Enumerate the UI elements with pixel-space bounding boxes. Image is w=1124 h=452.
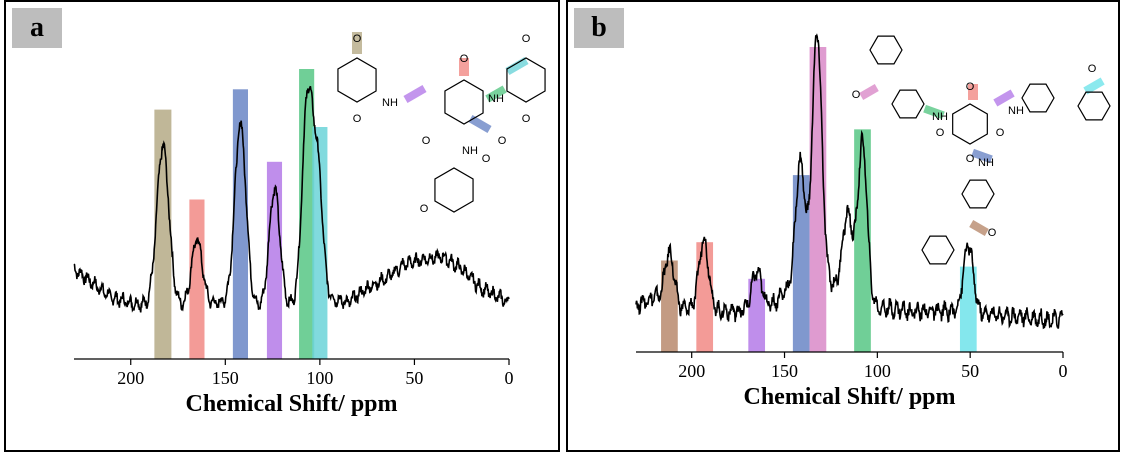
atom-label-nh: NH	[1008, 105, 1024, 117]
panel-label-b: b	[574, 8, 624, 48]
atom-label-o: O	[420, 203, 429, 215]
phenyl-ring-top	[869, 35, 903, 65]
chart-a-x-tick-label: 50	[405, 368, 423, 388]
chart-a-highlight-bar	[189, 199, 205, 359]
atom-label-o: O	[422, 135, 431, 147]
phenyl-ring-bottom	[961, 179, 995, 209]
atom-label-o: O	[522, 33, 531, 45]
chart-b-highlight-bar	[959, 266, 977, 352]
chart-b-x-axis-title: Chemical Shift/ ppm	[743, 384, 955, 410]
structure-bond-highlight	[968, 84, 978, 100]
chart-b-x-tick-label: 100	[864, 361, 891, 381]
atom-label-nh: NH	[462, 145, 478, 157]
structure-bond-highlight	[468, 115, 492, 133]
quinone-ring-left	[337, 57, 377, 103]
atom-label-o: O	[852, 89, 861, 101]
chart-a-x-tick-label: 200	[117, 368, 144, 388]
structure-bond-highlight	[971, 148, 993, 164]
chart-a-x-tick-label: 100	[306, 368, 333, 388]
chart-b-x-tick-label: 50	[961, 361, 979, 381]
chart-b-x-tick-label: 0	[1059, 361, 1068, 381]
atom-label-nh: NH	[978, 157, 994, 169]
atom-label-o: O	[522, 113, 531, 125]
quinone-ring-bottom	[434, 167, 474, 213]
atom-label-nh: NH	[382, 97, 398, 109]
chart-b-x-tick-label: 150	[771, 361, 798, 381]
structure-bond-highlight	[403, 85, 427, 103]
phenyl-ring-left	[891, 89, 925, 119]
central-ring	[444, 79, 484, 125]
structure-bond-highlight	[505, 57, 529, 75]
structure-bond-highlight	[993, 89, 1015, 107]
structure-bond-highlight	[352, 32, 362, 54]
structure-bond-highlight	[923, 104, 945, 120]
chart-a-highlight-bar	[312, 127, 328, 359]
atom-label-o: O	[936, 127, 945, 139]
atom-label-o: O	[1088, 63, 1097, 75]
atom-label-o: O	[353, 33, 362, 45]
quinone-ring-right	[506, 57, 546, 103]
structure-bond-highlight	[459, 58, 469, 76]
chart-a-x-tick-label: 0	[505, 368, 514, 388]
atom-label-o: O	[996, 127, 1005, 139]
atom-label-o: O	[482, 153, 491, 165]
structure-bond-highlight	[859, 84, 879, 100]
atom-label-o: O	[353, 113, 362, 125]
atom-label-o: O	[460, 53, 469, 65]
atom-label-nh: NH	[932, 111, 948, 123]
chart-a-x-tick-label: 150	[212, 368, 239, 388]
structure-bond-highlight	[485, 85, 507, 103]
panel-label-a: a	[12, 8, 62, 48]
chart-b-highlight-bar	[696, 242, 714, 352]
atom-label-nh: NH	[488, 93, 504, 105]
chart-b-highlight-bar	[792, 175, 810, 352]
structure-bond-highlight	[969, 220, 989, 236]
chart-a-highlight-bar	[299, 69, 315, 359]
atom-label-o: O	[498, 135, 507, 147]
phenyl-ring-far-right	[1077, 91, 1111, 121]
phenyl-ring-bottom-left	[921, 235, 955, 265]
atom-label-o: O	[966, 81, 975, 93]
chart-a-highlight-bar	[232, 89, 248, 360]
chart-b-spectrum-line	[635, 33, 1064, 330]
structure-bond-highlight	[1083, 77, 1105, 95]
phenyl-ring-right	[1021, 83, 1055, 113]
chart-b-highlight-bar	[661, 260, 678, 352]
chart-b-x-tick-label: 200	[678, 361, 705, 381]
chart-b-highlight-bar	[748, 278, 766, 352]
central-ring	[952, 103, 988, 145]
atom-label-o: O	[988, 227, 997, 239]
chart-a-spectrum-line	[73, 85, 510, 313]
chart-a-x-axis-title: Chemical Shift/ ppm	[185, 391, 397, 417]
atom-label-o: O	[966, 153, 975, 165]
